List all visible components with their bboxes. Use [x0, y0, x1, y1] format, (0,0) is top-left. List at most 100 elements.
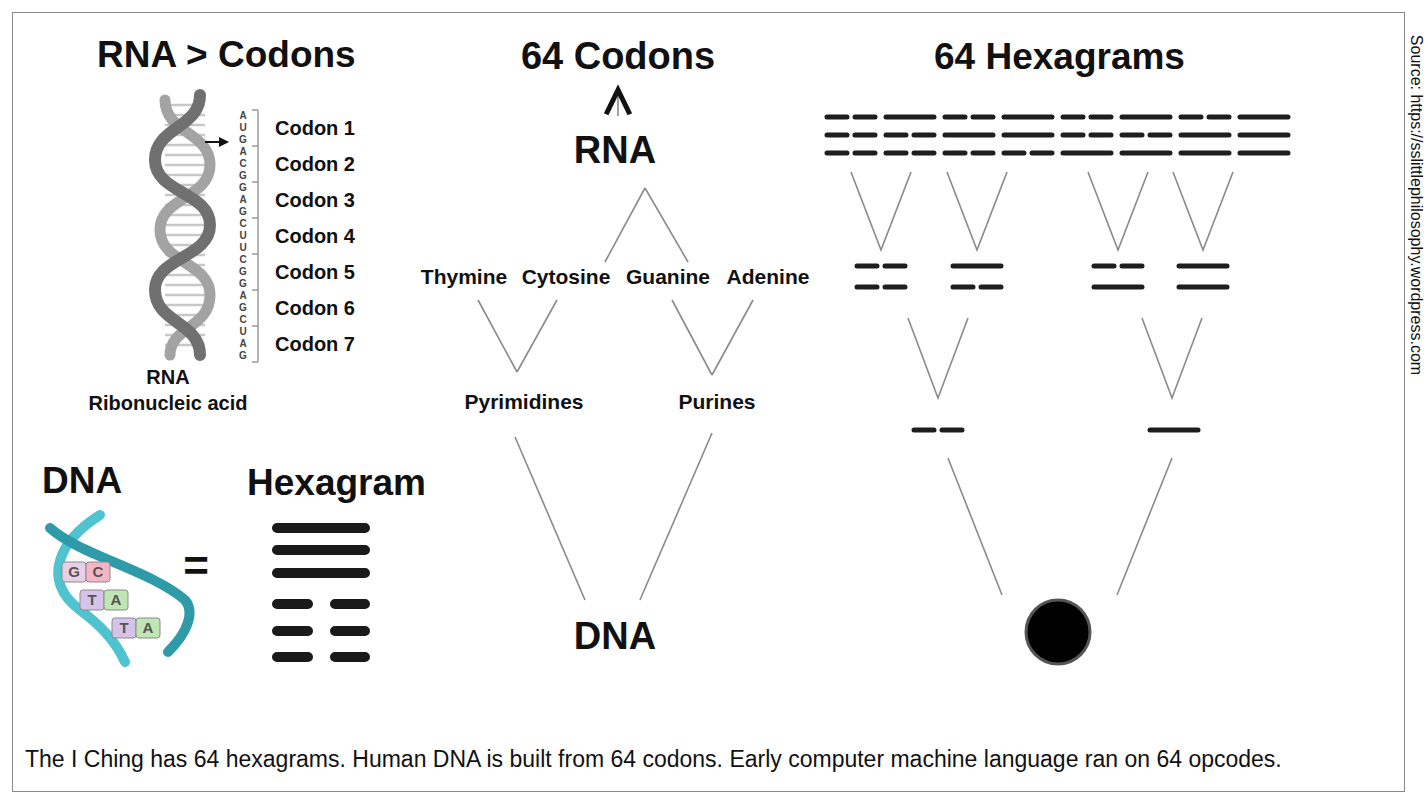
helix-strand [155, 95, 210, 355]
base-letter: T [119, 619, 128, 637]
yin-line [914, 428, 962, 433]
base-pad [80, 590, 104, 610]
base-letter: A [111, 591, 122, 609]
caption: The I Ching has 64 hexagrams. Human DNA … [25, 746, 1282, 774]
section-heading: Hexagram [247, 461, 426, 505]
source-note: Source: https://sslittlephilosophy.wordp… [1406, 35, 1425, 375]
base-letter: G [239, 350, 247, 362]
base-letter: T [87, 591, 96, 609]
connector [478, 300, 517, 372]
base-letter: G [239, 206, 247, 218]
connector-line [712, 300, 753, 375]
base-letter: C [239, 254, 246, 266]
figure-label: Ribonucleic acid [89, 391, 248, 415]
branch-lines [1142, 318, 1202, 398]
codon-label: Codon 5 [275, 260, 355, 284]
base-letter: G [239, 170, 247, 182]
branch-lines [908, 318, 968, 398]
base-letter: A [239, 290, 246, 302]
tree-node: 64 Codons [510, 32, 726, 90]
connector [605, 188, 645, 262]
base-letter: G [239, 134, 247, 146]
base-letter: U [239, 230, 246, 242]
tree-node: DNA [560, 600, 670, 660]
base-letter: A [239, 146, 246, 158]
pointer-arrowhead [219, 137, 229, 147]
node-text: Purines [662, 390, 772, 414]
node-text: RNA [565, 128, 665, 172]
tree-node: RNA [565, 116, 665, 188]
branch-line [1117, 458, 1172, 595]
section-heading: RNA > Codons [97, 33, 356, 77]
node-text: Cytosine [518, 265, 614, 289]
base-letter: U [239, 242, 246, 254]
connector-line [517, 300, 557, 372]
connector [712, 300, 753, 375]
node-text: Guanine [625, 265, 711, 289]
connector-line [672, 300, 712, 375]
yang-line [1150, 428, 1198, 433]
tree-node: Pyrimidines [454, 372, 594, 437]
connector-line [478, 300, 517, 372]
connector [606, 90, 630, 116]
node-text: DNA [560, 614, 670, 658]
connector-line [515, 437, 585, 600]
trigram-symbol [1063, 117, 1111, 153]
base-letter: U [239, 122, 246, 134]
tree-node: Adenine [722, 262, 814, 300]
branch-line [948, 458, 1002, 595]
base-letter: A [239, 338, 246, 350]
connector-line [645, 188, 688, 262]
base-letter: C [239, 314, 246, 326]
node-text: 64 Codons [510, 34, 726, 78]
codon-label: Codon 2 [275, 152, 355, 176]
base-letter: G [239, 302, 247, 314]
arrow-head [606, 90, 630, 114]
connector-line [640, 433, 712, 600]
branch-lines [1173, 172, 1233, 250]
section-heading: DNA [42, 459, 122, 503]
connector [645, 188, 688, 262]
bigram-symbol [1179, 266, 1227, 287]
base-letter: G [239, 266, 247, 278]
section-heading: 64 Hexagrams [934, 35, 1185, 79]
connector-line [605, 188, 645, 262]
trigram-symbol [1004, 117, 1052, 153]
origin-circle [1026, 600, 1090, 664]
base-letter: A [143, 619, 154, 637]
base-letter: A [239, 110, 246, 122]
tree-node: Thymine [416, 262, 512, 300]
base-letter: G [68, 563, 80, 581]
tree-node: Cytosine [518, 262, 614, 300]
node-text: Pyrimidines [454, 390, 594, 414]
trigram-symbol [827, 117, 875, 153]
trigram-symbol [886, 117, 934, 153]
node-text: Adenine [722, 265, 814, 289]
trigram-symbol [945, 117, 993, 153]
trigram-symbol [1181, 117, 1229, 153]
tree-node: Guanine [625, 262, 711, 300]
connector [517, 300, 557, 372]
base-letter: C [93, 563, 104, 581]
branch-lines [1088, 172, 1148, 250]
hexagram-symbol [277, 528, 365, 657]
base-pad [112, 618, 136, 638]
connector [672, 300, 712, 375]
bigram-symbol [1094, 266, 1142, 287]
bigram-symbol [857, 266, 905, 287]
codon-label: Codon 4 [275, 224, 355, 248]
base-letter: A [239, 194, 246, 206]
codon-bracket [252, 110, 258, 362]
trigram-symbol [1240, 117, 1288, 153]
dna-strand [50, 528, 190, 652]
base-pad [104, 590, 128, 610]
base-pad [86, 562, 110, 582]
base-letter: G [239, 182, 247, 194]
trigram-symbol [1122, 117, 1170, 153]
base-letter: C [239, 218, 246, 230]
equals-sign: = [183, 540, 209, 593]
frame [13, 13, 1405, 792]
base-pad [136, 618, 160, 638]
base-letter: G [239, 278, 247, 290]
branch-lines [947, 172, 1007, 250]
